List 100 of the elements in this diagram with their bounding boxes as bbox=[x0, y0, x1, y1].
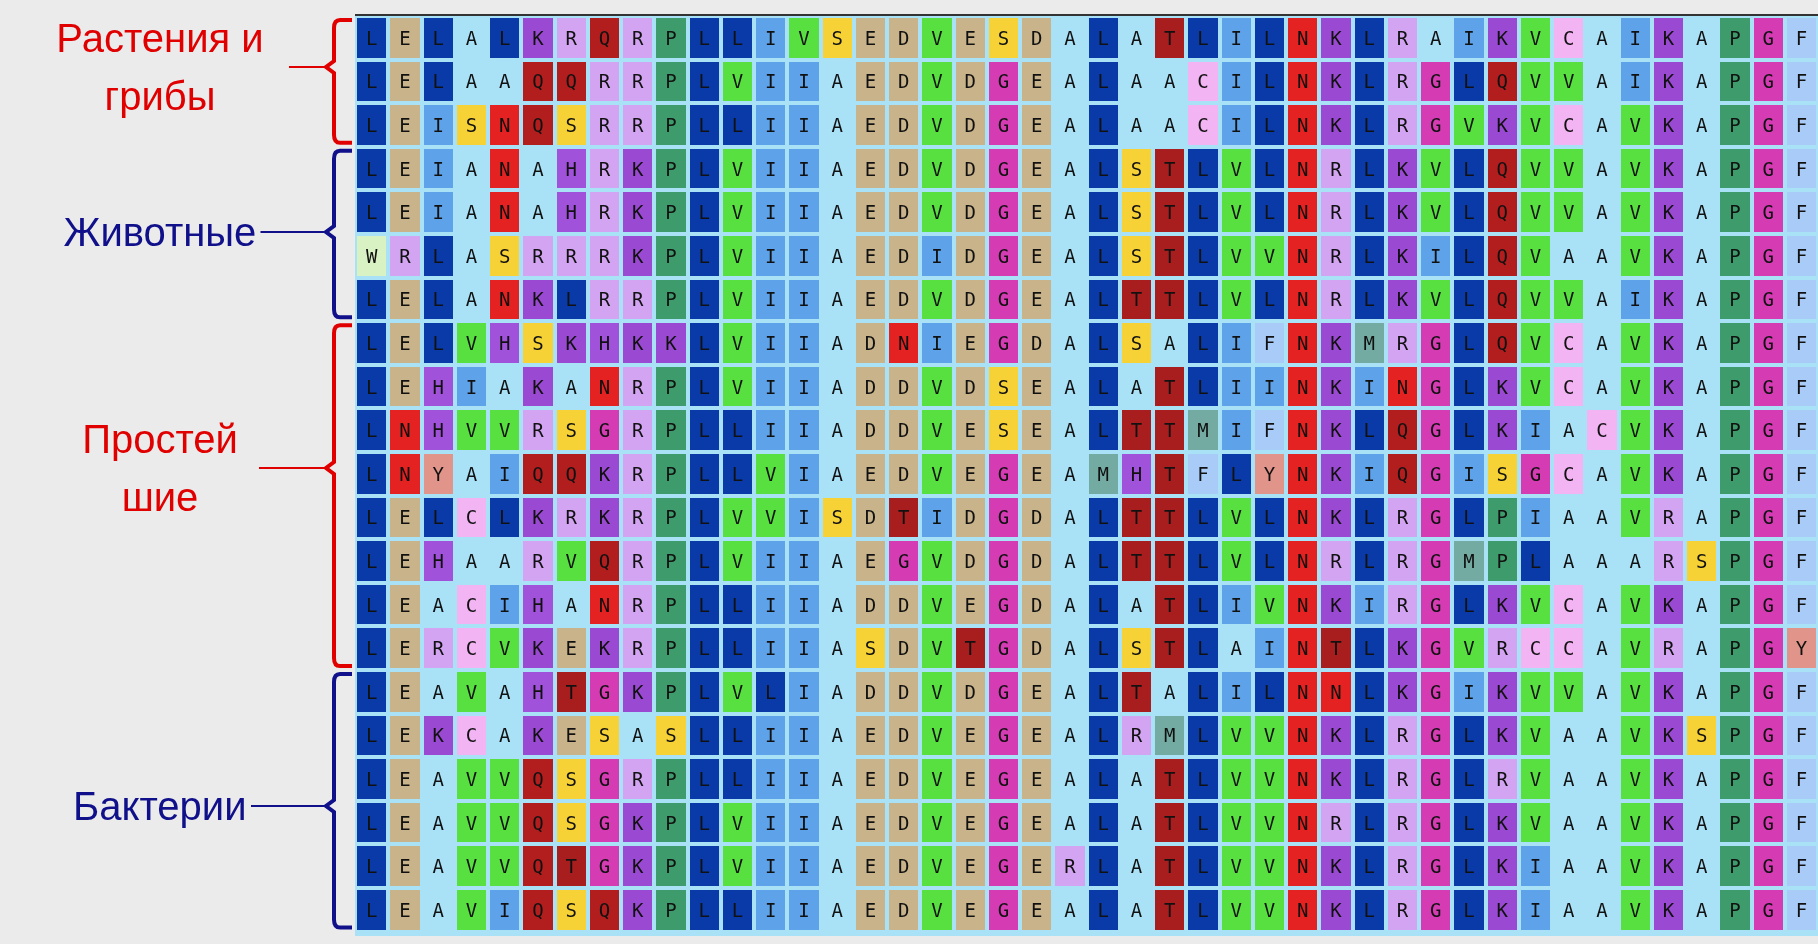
residue-cell: K bbox=[1651, 364, 1685, 409]
residue-cell: I bbox=[1219, 16, 1253, 60]
residue-cell: L bbox=[1252, 59, 1286, 104]
residue-cell: L bbox=[687, 800, 721, 845]
residue-cell: V bbox=[1618, 670, 1652, 714]
residue-cell: L bbox=[355, 888, 389, 932]
residue-cell: F bbox=[1784, 582, 1818, 627]
residue-cell: E bbox=[853, 888, 887, 932]
residue-cell: G bbox=[1518, 452, 1552, 496]
residue-cell: G bbox=[986, 234, 1020, 278]
residue-cell: V bbox=[1518, 800, 1552, 845]
residue-cell: L bbox=[355, 495, 389, 540]
residue-cell: L bbox=[1252, 539, 1286, 583]
residue-cell: V bbox=[920, 626, 954, 670]
residue-cell: P bbox=[1718, 16, 1752, 60]
residue-cell: L bbox=[421, 234, 455, 278]
residue-cell: D bbox=[1020, 626, 1054, 670]
residue-cell: G bbox=[986, 800, 1020, 845]
residue-cell: L bbox=[1086, 59, 1120, 104]
residue-cell: N bbox=[1286, 582, 1320, 627]
residue-cell: Q bbox=[587, 16, 621, 60]
residue-cell: L bbox=[687, 757, 721, 801]
group-label: Простей шие bbox=[65, 410, 255, 526]
residue-cell: K bbox=[421, 713, 455, 758]
residue-cell: R bbox=[554, 495, 588, 540]
residue-cell: M bbox=[1352, 321, 1386, 365]
residue-cell: L bbox=[1452, 408, 1486, 452]
residue-cell: H bbox=[521, 670, 555, 714]
residue-cell: L bbox=[1186, 277, 1220, 322]
residue-cell: V bbox=[920, 408, 954, 452]
residue-cell: N bbox=[1286, 888, 1320, 932]
residue-cell: V bbox=[1618, 844, 1652, 888]
residue-cell: I bbox=[1618, 16, 1652, 60]
residue-cell: G bbox=[986, 277, 1020, 322]
residue-cell: K bbox=[521, 713, 555, 758]
residue-cell: L bbox=[1186, 670, 1220, 714]
leader-line bbox=[250, 805, 327, 807]
residue-cell: K bbox=[1385, 190, 1419, 234]
residue-cell: K bbox=[1385, 670, 1419, 714]
residue-cell: P bbox=[1718, 626, 1752, 670]
residue-cell: G bbox=[587, 844, 621, 888]
residue-cell: K bbox=[554, 321, 588, 365]
residue-cell: I bbox=[787, 888, 821, 932]
residue-cell: I bbox=[920, 495, 954, 540]
residue-cell: I bbox=[754, 277, 788, 322]
residue-cell: R bbox=[1385, 713, 1419, 758]
residue-cell: K bbox=[621, 146, 655, 191]
residue-cell: R bbox=[1385, 59, 1419, 104]
residue-cell: S bbox=[1119, 146, 1153, 191]
residue-cell: N bbox=[1286, 844, 1320, 888]
residue-cell: L bbox=[687, 16, 721, 60]
residue-cell: V bbox=[488, 800, 522, 845]
residue-cell: D bbox=[953, 670, 987, 714]
residue-cell: D bbox=[953, 190, 987, 234]
residue-cell: I bbox=[787, 408, 821, 452]
residue-cell: L bbox=[687, 277, 721, 322]
residue-cell: F bbox=[1784, 757, 1818, 801]
residue-cell: N bbox=[887, 321, 921, 365]
residue-cell: E bbox=[554, 626, 588, 670]
residue-cell: G bbox=[1419, 103, 1453, 147]
residue-cell: K bbox=[621, 321, 655, 365]
residue-cell: P bbox=[1718, 800, 1752, 845]
residue-cell: V bbox=[920, 59, 954, 104]
residue-cell: L bbox=[687, 321, 721, 365]
residue-cell: S bbox=[1685, 539, 1719, 583]
residue-cell: Q bbox=[1485, 321, 1519, 365]
residue-cell: C bbox=[454, 626, 488, 670]
residue-cell: V bbox=[720, 495, 754, 540]
residue-cell: V bbox=[1419, 190, 1453, 234]
residue-cell: Y bbox=[1784, 626, 1818, 670]
residue-cell: I bbox=[754, 59, 788, 104]
residue-cell: N bbox=[1286, 670, 1320, 714]
residue-cell: L bbox=[1352, 800, 1386, 845]
residue-cell: L bbox=[1086, 364, 1120, 409]
residue-cell: I bbox=[787, 59, 821, 104]
leader-line bbox=[259, 231, 327, 233]
residue-cell: K bbox=[587, 452, 621, 496]
residue-cell: K bbox=[621, 190, 655, 234]
residue-cell: P bbox=[1485, 495, 1519, 540]
residue-cell: Q bbox=[521, 103, 555, 147]
residue-cell: D bbox=[953, 539, 987, 583]
residue-cell: T bbox=[1119, 408, 1153, 452]
residue-cell: R bbox=[587, 190, 621, 234]
residue-cell: R bbox=[521, 408, 555, 452]
residue-cell: P bbox=[1718, 713, 1752, 758]
residue-cell: L bbox=[1086, 146, 1120, 191]
residue-cell: V bbox=[720, 59, 754, 104]
residue-cell: I bbox=[787, 234, 821, 278]
residue-cell: K bbox=[1485, 670, 1519, 714]
residue-cell: L bbox=[1452, 321, 1486, 365]
residue-cell: H bbox=[554, 146, 588, 191]
residue-cell: M bbox=[1086, 452, 1120, 496]
residue-cell: E bbox=[853, 757, 887, 801]
residue-cell: L bbox=[687, 626, 721, 670]
residue-cell: V bbox=[920, 888, 954, 932]
residue-cell: C bbox=[454, 495, 488, 540]
residue-cell: R bbox=[1053, 844, 1087, 888]
residue-cell: E bbox=[388, 888, 422, 932]
residue-cell: I bbox=[754, 146, 788, 191]
residue-cell: L bbox=[1086, 408, 1120, 452]
